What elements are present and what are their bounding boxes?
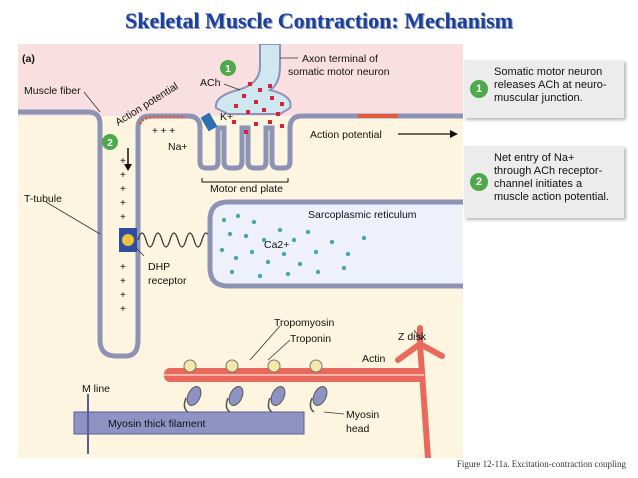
label-sarcoplasmic-reticulum: Sarcoplasmic reticulum [308, 209, 417, 221]
step-marker-2 [102, 134, 118, 150]
callout-step-1: 1 Somatic motor neuron releases ACh at n… [464, 60, 624, 118]
label-dhp-2: receptor [148, 275, 187, 287]
label-axon-terminal-1: Axon terminal of [302, 53, 378, 65]
label-ach: ACh [200, 77, 221, 89]
callout-step-1-line-3: muscular junction. [494, 92, 583, 104]
svg-text:+: + [120, 170, 126, 181]
svg-text:+ + +: + + + [152, 126, 175, 137]
callout-step-1-line-1: Somatic motor neuron [494, 66, 603, 78]
ach-molecules [232, 82, 284, 134]
step-marker-2-text: 2 [107, 138, 113, 149]
callout-step-2-line-3: channel initiates a [494, 178, 583, 190]
svg-text:+: + [120, 276, 126, 287]
action-potential-wave [138, 115, 186, 125]
label-myosin-head-2: head [346, 423, 370, 435]
label-action-potential-arrow: Action potential [310, 129, 382, 141]
step-marker-1 [220, 60, 236, 76]
label-muscle-fiber: Muscle fiber [24, 85, 81, 97]
svg-text:+: + [120, 184, 126, 195]
action-potential-segment [358, 114, 398, 118]
svg-text:+: + [120, 304, 126, 315]
label-dhp-1: DHP [148, 261, 170, 273]
troponin-complexes [183, 359, 323, 373]
label-t-tubule: T-tubule [24, 193, 62, 205]
svg-text:+: + [120, 290, 126, 301]
svg-text:+: + [120, 212, 126, 223]
step-marker-1-text: 1 [225, 64, 231, 75]
label-axon-terminal-2: somatic motor neuron [288, 66, 390, 78]
dhp-receptor-channel [122, 234, 134, 246]
callout-step-2-line-2: through ACh receptor- [494, 165, 603, 177]
ach-receptor-channel [200, 112, 218, 132]
label-z-disk: Z disk [398, 331, 427, 343]
panel-label: (a) [22, 53, 35, 65]
svg-text:+: + [120, 262, 126, 273]
motor-end-plate-bracket [201, 178, 289, 183]
sarcoplasmic-reticulum [207, 199, 463, 289]
page-title: Skeletal Muscle Contraction: Mechanism [125, 8, 513, 33]
callout-step-2-line-4: muscle action potential. [494, 191, 609, 203]
label-actin: Actin [362, 353, 386, 365]
label-myosin-thick-filament: Myosin thick filament [108, 418, 206, 430]
callout-step-2: 2 Net entry of Na+ through ACh receptor-… [464, 146, 624, 218]
label-troponin: Troponin [290, 333, 331, 345]
ryanodine-receptor [137, 232, 219, 248]
svg-text:+: + [120, 198, 126, 209]
callout-step-2-line-1: Net entry of Na+ [494, 152, 575, 164]
callout-step-2-number: 2 [470, 173, 488, 191]
membrane-charge-signs: + + + + + + + + + + + + [120, 126, 175, 315]
leader-lines [45, 57, 423, 415]
svg-text:+: + [120, 156, 126, 167]
myosin-thick-filament [73, 411, 305, 435]
callout-step-1-line-2: releases ACh at neuro- [494, 79, 607, 91]
excitation-contraction-diagram: + + + + + + + + + + + + [18, 44, 463, 458]
figure-caption: Figure 12-11a. Excitation-contraction co… [456, 459, 626, 469]
label-myosin-head-1: Myosin [346, 409, 379, 421]
label-m-line: M line [82, 383, 110, 395]
label-ca-ion: Ca2+ [264, 239, 289, 251]
label-motor-end-plate: Motor end plate [210, 183, 283, 195]
myosin-heads [186, 386, 328, 406]
calcium-ions [219, 213, 367, 279]
z-disk [395, 325, 445, 458]
label-tropomyosin: Tropomyosin [274, 317, 334, 329]
myosin-necks [183, 397, 315, 413]
label-na-ion: Na+ [168, 141, 188, 153]
label-k-ion: K+ [220, 111, 233, 123]
callout-step-1-number: 1 [470, 80, 488, 98]
sarcolemma [18, 109, 463, 359]
